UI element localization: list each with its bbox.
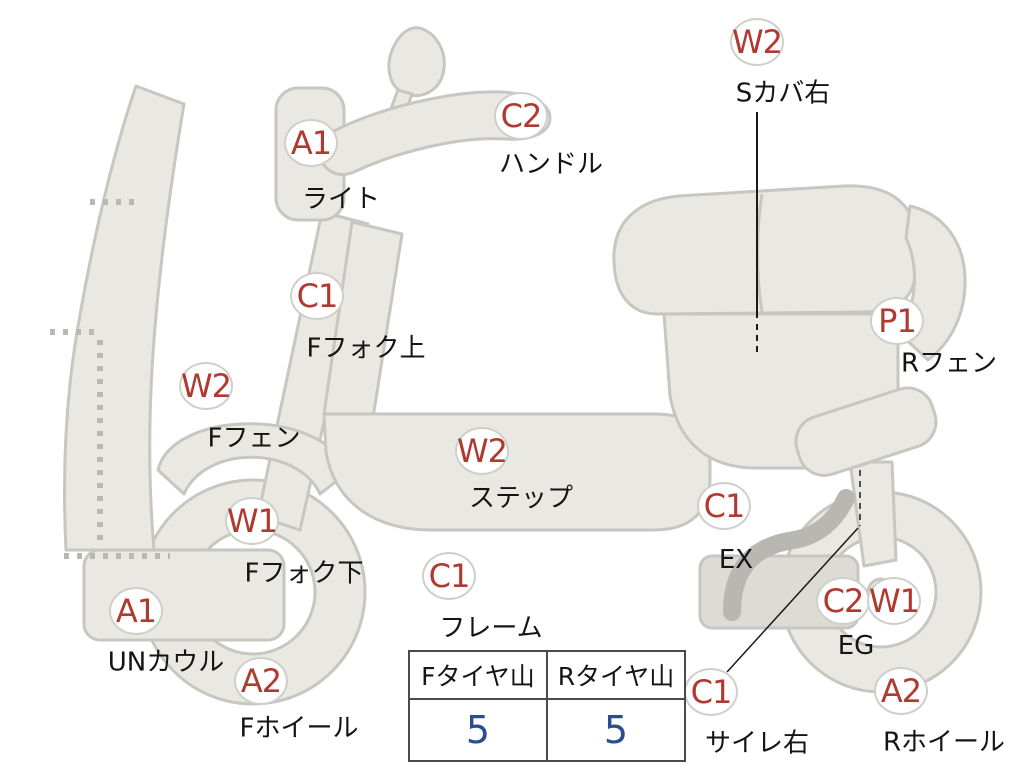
marker-label: フレーム — [439, 613, 543, 644]
marker-label: Rホイール — [882, 727, 1006, 758]
exhaust-pipe — [723, 489, 855, 621]
marker-label: ステップ — [468, 483, 574, 514]
marker-code: C2 — [500, 97, 543, 135]
front-cowl — [63, 84, 186, 552]
condition-marker: A2 — [234, 657, 288, 705]
silencer — [794, 386, 938, 477]
marker-code: C1 — [703, 487, 746, 525]
rear-tire-header: Rタイヤ山 — [546, 650, 686, 700]
condition-marker: C2 — [816, 577, 870, 625]
marker-label: UNカウル — [107, 647, 225, 678]
marker-label: Fフォク上 — [306, 333, 426, 364]
marker-label: Fフォク下 — [244, 558, 364, 589]
condition-marker: W2 — [455, 427, 509, 475]
condition-marker: W2 — [730, 18, 784, 66]
marker-label: EX — [718, 545, 754, 575]
condition-marker: W1 — [867, 577, 921, 625]
marker-label: サイレ右 — [704, 728, 810, 759]
marker-code: A1 — [115, 592, 157, 630]
leader-lines — [726, 112, 861, 673]
marker-label: Fホイール — [239, 713, 359, 744]
marker-label: Sカバ右 — [735, 78, 831, 109]
condition-marker: A1 — [284, 119, 338, 167]
marker-label: Rフェン — [900, 348, 998, 379]
marker-code: A2 — [880, 672, 922, 710]
condition-marker: C1 — [697, 482, 751, 530]
marker-code: W2 — [181, 367, 232, 405]
marker-code: W1 — [869, 582, 920, 620]
condition-marker: C1 — [290, 272, 344, 320]
condition-marker: P1 — [870, 297, 924, 345]
marker-code: A2 — [240, 662, 282, 700]
condition-marker: W1 — [225, 497, 279, 545]
mirror — [387, 26, 446, 98]
condition-marker: A2 — [874, 667, 928, 715]
marker-code: C1 — [690, 673, 733, 711]
marker-label: ライト — [301, 184, 381, 215]
marker-code: W2 — [732, 23, 783, 61]
condition-marker: W2 — [179, 362, 233, 410]
marker-code: C2 — [822, 582, 865, 620]
marker-code: P1 — [878, 302, 917, 340]
front-tire-value: 5 — [408, 698, 548, 762]
condition-marker: C1 — [684, 668, 738, 716]
marker-code: A1 — [290, 124, 332, 162]
front-tire-header: Fタイヤ山 — [408, 650, 548, 700]
rear-tire-value: 5 — [546, 698, 686, 762]
marker-label: ハンドル — [498, 149, 604, 180]
marker-label: EG — [837, 631, 875, 661]
condition-marker: C2 — [494, 92, 548, 140]
marker-code: W2 — [457, 432, 508, 470]
marker-code: C1 — [428, 557, 471, 595]
tire-tread-table: Fタイヤ山 Rタイヤ山 5 5 — [408, 650, 686, 762]
marker-code: W1 — [227, 502, 278, 540]
seat — [612, 184, 917, 316]
condition-marker: A1 — [109, 587, 163, 635]
marker-code: C1 — [296, 277, 339, 315]
marker-label: Fフェン — [207, 423, 301, 454]
condition-marker: C1 — [422, 552, 476, 600]
